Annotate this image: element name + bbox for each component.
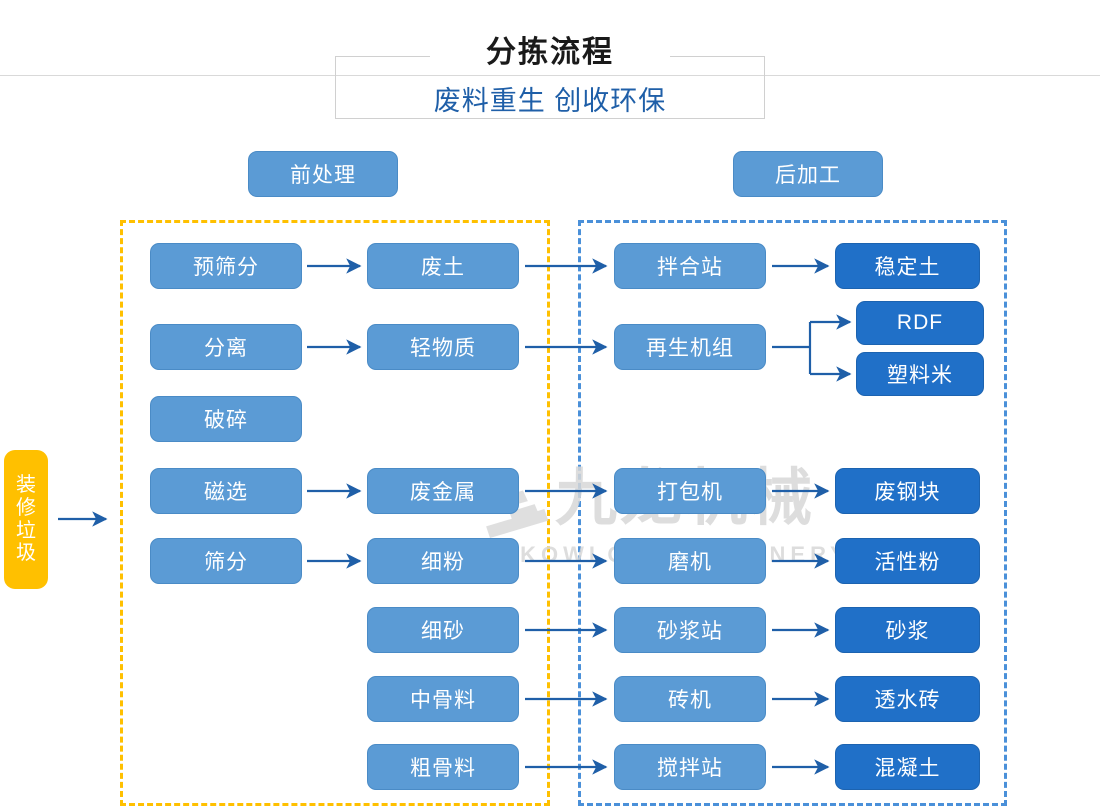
node-recycling-unit[interactable]: 再生机组 xyxy=(614,324,766,370)
node-concrete[interactable]: 混凝土 xyxy=(835,744,980,790)
node-active-powder[interactable]: 活性粉 xyxy=(835,538,980,584)
node-crushing[interactable]: 破碎 xyxy=(150,396,302,442)
node-stabilized-soil[interactable]: 稳定土 xyxy=(835,243,980,289)
node-fine-powder[interactable]: 细粉 xyxy=(367,538,519,584)
source-char-3: 圾 xyxy=(16,542,36,565)
node-magnetic-separation[interactable]: 磁选 xyxy=(150,468,302,514)
node-light-material[interactable]: 轻物质 xyxy=(367,324,519,370)
node-mixing-station[interactable]: 拌合站 xyxy=(614,243,766,289)
section-tab-post-process[interactable]: 后加工 xyxy=(733,151,883,197)
source-char-2: 垃 xyxy=(16,519,36,542)
header-rule-left xyxy=(0,75,1100,76)
page-title: 分拣流程 xyxy=(430,38,670,68)
node-permeable-brick[interactable]: 透水砖 xyxy=(835,676,980,722)
node-concrete-batching-station[interactable]: 搅拌站 xyxy=(614,744,766,790)
page-subtitle: 废料重生 创收环保 xyxy=(433,86,667,116)
source-char-1: 修 xyxy=(16,496,36,519)
node-waste-soil[interactable]: 废土 xyxy=(367,243,519,289)
node-coarse-aggregate[interactable]: 粗骨料 xyxy=(367,744,519,790)
node-plastic-pellets[interactable]: 塑料米 xyxy=(856,352,984,396)
node-baler[interactable]: 打包机 xyxy=(614,468,766,514)
node-separation[interactable]: 分离 xyxy=(150,324,302,370)
page-subtitle-wrap: 废料重生 创收环保 xyxy=(370,86,730,118)
node-medium-aggregate[interactable]: 中骨料 xyxy=(367,676,519,722)
node-mortar-station[interactable]: 砂浆站 xyxy=(614,607,766,653)
node-sieving[interactable]: 筛分 xyxy=(150,538,302,584)
node-fine-sand[interactable]: 细砂 xyxy=(367,607,519,653)
zone-post-process xyxy=(578,220,1007,806)
source-char-0: 装 xyxy=(16,473,36,496)
zone-pre-process xyxy=(120,220,550,806)
node-brick-machine[interactable]: 砖机 xyxy=(614,676,766,722)
node-pre-screening[interactable]: 预筛分 xyxy=(150,243,302,289)
node-scrap-steel-block[interactable]: 废钢块 xyxy=(835,468,980,514)
node-mortar[interactable]: 砂浆 xyxy=(835,607,980,653)
page-title-wrap: 分拣流程 xyxy=(430,38,670,68)
node-rdf[interactable]: RDF xyxy=(856,301,984,345)
source-node-construction-waste[interactable]: 装 修 垃 圾 xyxy=(4,450,48,589)
section-tab-pre-process[interactable]: 前处理 xyxy=(248,151,398,197)
node-scrap-metal[interactable]: 废金属 xyxy=(367,468,519,514)
node-grinder[interactable]: 磨机 xyxy=(614,538,766,584)
